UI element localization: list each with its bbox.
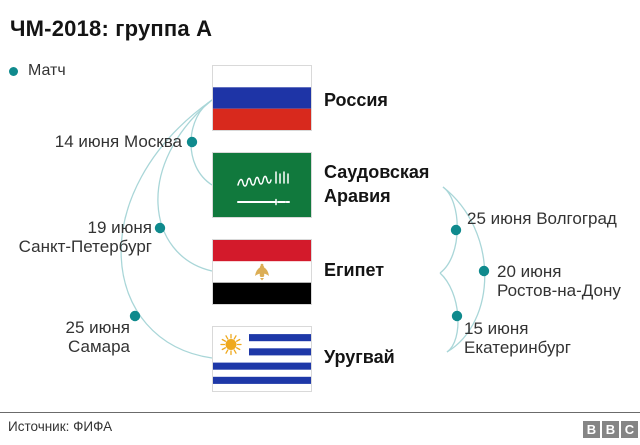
match-dot-saint-petersburg [154, 222, 166, 234]
match-label-samara: 25 июня Самара [66, 318, 130, 356]
source-credit: Источник: ФИФА [8, 419, 113, 434]
team-label-egypt: Египет [324, 260, 385, 280]
match-label-volgograd: 25 июня Волгоград [467, 209, 617, 228]
egypt-flag [212, 239, 312, 305]
sun-of-may-icon [220, 333, 242, 356]
match-line: 20 июня [497, 262, 562, 281]
eagle-emblem-icon [255, 263, 269, 281]
match-line: 25 июня Волгоград [467, 209, 617, 228]
match-line: 14 июня Москва [54, 132, 182, 151]
footer-divider [0, 412, 640, 413]
match-label-saint-petersburg: 19 июня Санкт-Петербург [19, 218, 152, 256]
legend-label: Матч [28, 62, 66, 79]
match-dot-moscow [186, 136, 198, 148]
team-label-russia: Россия [324, 90, 388, 110]
match-line: 19 июня [87, 218, 152, 237]
match-line: Самара [68, 337, 130, 356]
match-line: 25 июня [65, 318, 130, 337]
match-line: Екатеринбург [464, 338, 571, 357]
bbc-logo-block: C [621, 421, 638, 438]
saudi-arabia-flag [212, 152, 312, 218]
arc-russia-egypt [157, 99, 213, 272]
bbc-logo: B B C [583, 421, 638, 438]
match-label-moscow: 14 июня Москва [55, 132, 182, 151]
uruguay-flag [212, 326, 312, 392]
match-line: 15 июня [464, 319, 529, 338]
bbc-logo-block: B [583, 421, 600, 438]
russia-flag [212, 65, 312, 131]
bbc-logo-block: B [602, 421, 619, 438]
match-line: Ростов-на-Дону [497, 281, 621, 300]
match-dot-ekaterinburg [451, 310, 463, 322]
match-dot-samara [129, 310, 141, 322]
team-label-uruguay: Уругвай [324, 347, 395, 367]
match-dot-volgograd [450, 224, 462, 236]
match-label-rostov-on-don: 20 июня Ростов-на-Дону [497, 262, 621, 300]
match-dot-legend-icon [9, 66, 18, 76]
arc-russia-uruguay [120, 99, 213, 359]
match-line: Санкт-Петербург [18, 237, 152, 256]
team-label-saudi-arabia: Саудовская Аравия [324, 162, 430, 206]
match-label-ekaterinburg: 15 июня Екатеринбург [464, 319, 571, 357]
page-title: ЧМ-2018: группа А [10, 16, 213, 41]
match-dot-rostov-on-don [478, 265, 490, 277]
legend: Матч [9, 61, 66, 81]
